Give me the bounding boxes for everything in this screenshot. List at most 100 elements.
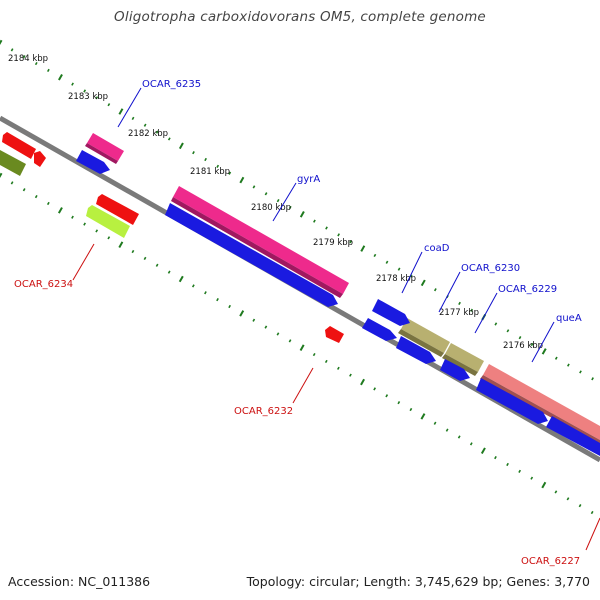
minor-tick [143,123,147,127]
gene-arrow-shade [171,197,343,298]
minor-tick [312,352,316,357]
minor-tick [10,181,14,185]
minor-tick [252,318,256,322]
minor-tick [506,329,510,333]
gene-arrow[interactable] [440,359,470,381]
gene-label-reverse[interactable]: OCAR_6234 [14,279,73,290]
major-tick [299,211,305,218]
minor-tick [22,188,26,192]
tick-label: 2181 kbp [190,167,230,177]
minor-tick [288,339,292,343]
gene-label-forward[interactable]: OCAR_6235 [142,79,201,90]
minor-tick [155,263,159,267]
gene-arrow[interactable] [96,194,139,225]
minor-tick [107,103,111,107]
major-tick [118,241,124,248]
minor-tick [167,137,171,141]
tick-label: 2180 kbp [251,203,291,213]
minor-tick [95,229,99,233]
gene-arrow[interactable] [87,133,124,161]
major-tick [0,39,3,46]
gene-label-forward[interactable]: OCAR_6230 [461,263,520,274]
minor-tick [143,256,147,261]
minor-tick [554,356,558,360]
gene-arrow[interactable] [401,318,450,353]
minor-tick [470,308,474,312]
gene-arrow[interactable] [445,343,484,372]
gene-arrow[interactable] [34,151,46,167]
minor-tick [288,205,292,210]
minor-tick [337,233,340,237]
minor-tick [324,359,328,364]
minor-tick [530,476,534,480]
minor-tick [264,192,268,196]
major-tick [360,245,366,252]
gene-arrow[interactable] [86,205,130,238]
major-tick [239,310,245,317]
gene-arrow[interactable] [362,318,397,341]
minor-tick [530,342,534,347]
gene-label-forward[interactable]: gyrA [297,174,320,185]
gene-arrow-shade [85,143,118,164]
tick-label: 2183 kbp [68,92,108,102]
label-connectors [72,87,600,551]
minor-tick [494,455,497,460]
minor-tick [71,82,74,86]
minor-tick [131,249,135,254]
gene-arrow[interactable] [76,150,110,174]
gene-arrow[interactable] [396,336,436,364]
minor-tick [167,270,171,274]
gene-arrow[interactable] [476,378,548,424]
major-tick [58,73,63,81]
tick-label: 2184 kbp [8,54,48,64]
minor-tick [46,68,50,73]
minor-tick [397,267,401,271]
minor-tick [591,377,594,381]
gene-label-forward[interactable]: queA [556,313,582,324]
major-tick [420,413,426,420]
minor-tick [276,199,280,203]
tick-labels: 2184 kbp 2183 kbp 2182 kbp 2181 kbp 2180… [8,54,543,351]
gene-labels: OCAR_6235 gyrA coaD OCAR_6230 OCAR_6229 … [14,79,582,567]
minor-tick [590,510,594,515]
tick-label: 2176 kbp [503,341,543,351]
minor-tick [204,291,207,295]
gene-arrow[interactable] [0,150,26,176]
minor-tick [252,185,256,189]
minor-tick [192,151,195,155]
gene-arrow[interactable] [372,299,410,326]
gene-arrow[interactable] [483,364,600,440]
gene-label-reverse[interactable]: OCAR_6227 [521,556,580,567]
minor-tick [433,288,437,292]
minor-tick [216,164,220,168]
minor-tick [373,387,377,391]
gene-arrow-shade [442,354,478,376]
minor-tick [228,171,232,175]
minor-tick [34,61,38,66]
minor-tick [71,215,74,219]
gene-arrow[interactable] [325,326,344,343]
gene-label-forward[interactable]: OCAR_6229 [498,284,557,295]
inner-tick-track [0,172,594,515]
blue-genes [76,150,600,456]
minor-tick [385,394,389,398]
gene-arrow[interactable] [2,132,36,159]
gene-arrow[interactable] [546,416,600,456]
minor-tick [191,284,195,288]
major-tick [480,447,486,455]
minor-tick [83,89,87,93]
gene-label-forward[interactable]: coaD [424,243,450,254]
tick-label: 2179 kbp [313,238,353,248]
major-tick [541,481,547,489]
genome-summary-text: Topology: circular; Length: 3,745,629 bp… [246,574,590,589]
major-tick [0,172,3,179]
gene-arrow[interactable] [173,186,349,294]
minor-tick [494,322,498,326]
minor-tick [385,260,389,264]
minor-tick [566,363,570,367]
minor-tick [313,219,316,223]
minor-tick [349,373,352,377]
gene-arrow[interactable] [165,203,338,307]
gene-label-reverse[interactable]: OCAR_6232 [234,406,293,417]
minor-tick [469,442,473,446]
